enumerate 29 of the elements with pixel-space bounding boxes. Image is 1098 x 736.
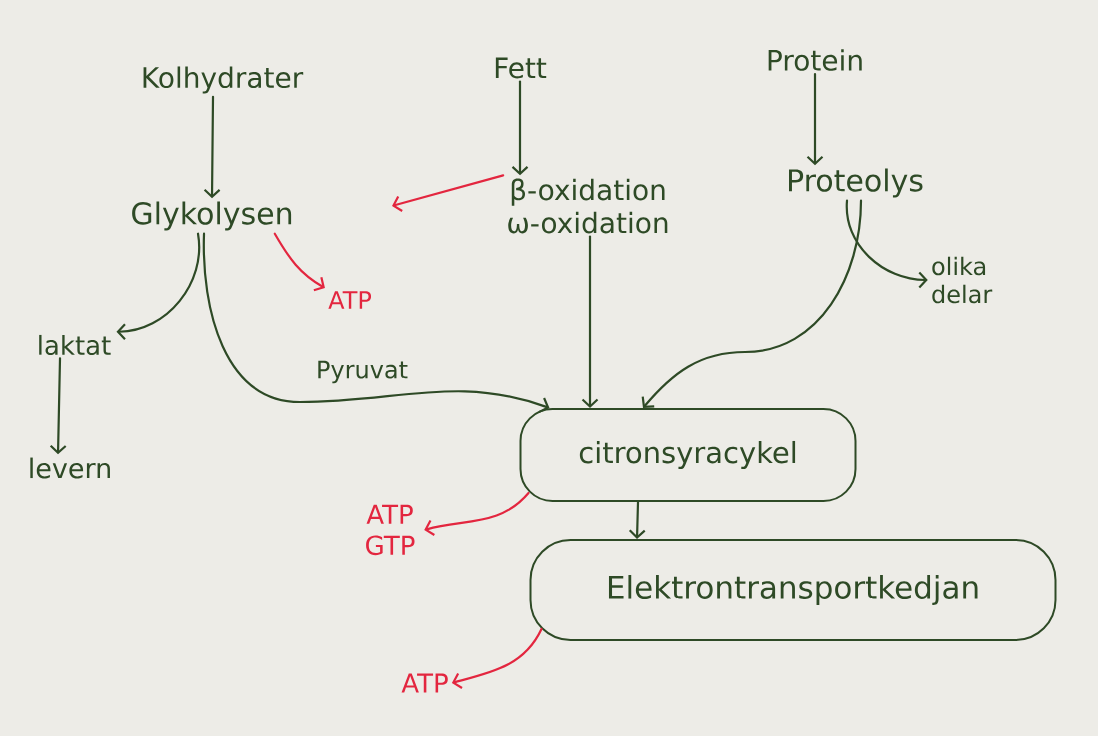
product-label: ATP [401,673,448,693]
arrow [806,72,824,166]
arrow [273,232,325,292]
arrow [203,95,221,199]
product-label: levern [30,457,110,479]
process-blob: Elektrontransportkedjan [529,539,1057,641]
arrow [116,232,201,340]
arrow [628,500,646,539]
arrow [511,80,529,176]
nutrient-label: Fett [495,57,547,79]
product-label: ATP GTP [366,504,415,556]
arrow [392,174,505,212]
arrow [424,491,530,536]
process-label: Proteolys [789,168,923,198]
edge-label: Pyruvat [313,358,411,386]
product-label: ATP [328,291,372,309]
arrow [641,199,863,408]
process-blob: citronsyracykel [519,408,857,502]
arrow [845,199,928,289]
arrow [451,627,543,689]
arrow [49,357,67,455]
product-label: laktat [39,334,111,356]
product-label: olika delar [932,256,993,304]
process-label: Glykolysen [132,201,292,231]
arrow [202,232,550,414]
arrow [581,235,599,408]
nutrient-label: Kolhydrater [143,66,304,94]
process-label: β-oxidation ω-oxidation [508,178,668,234]
nutrient-label: Protein [768,49,862,71]
